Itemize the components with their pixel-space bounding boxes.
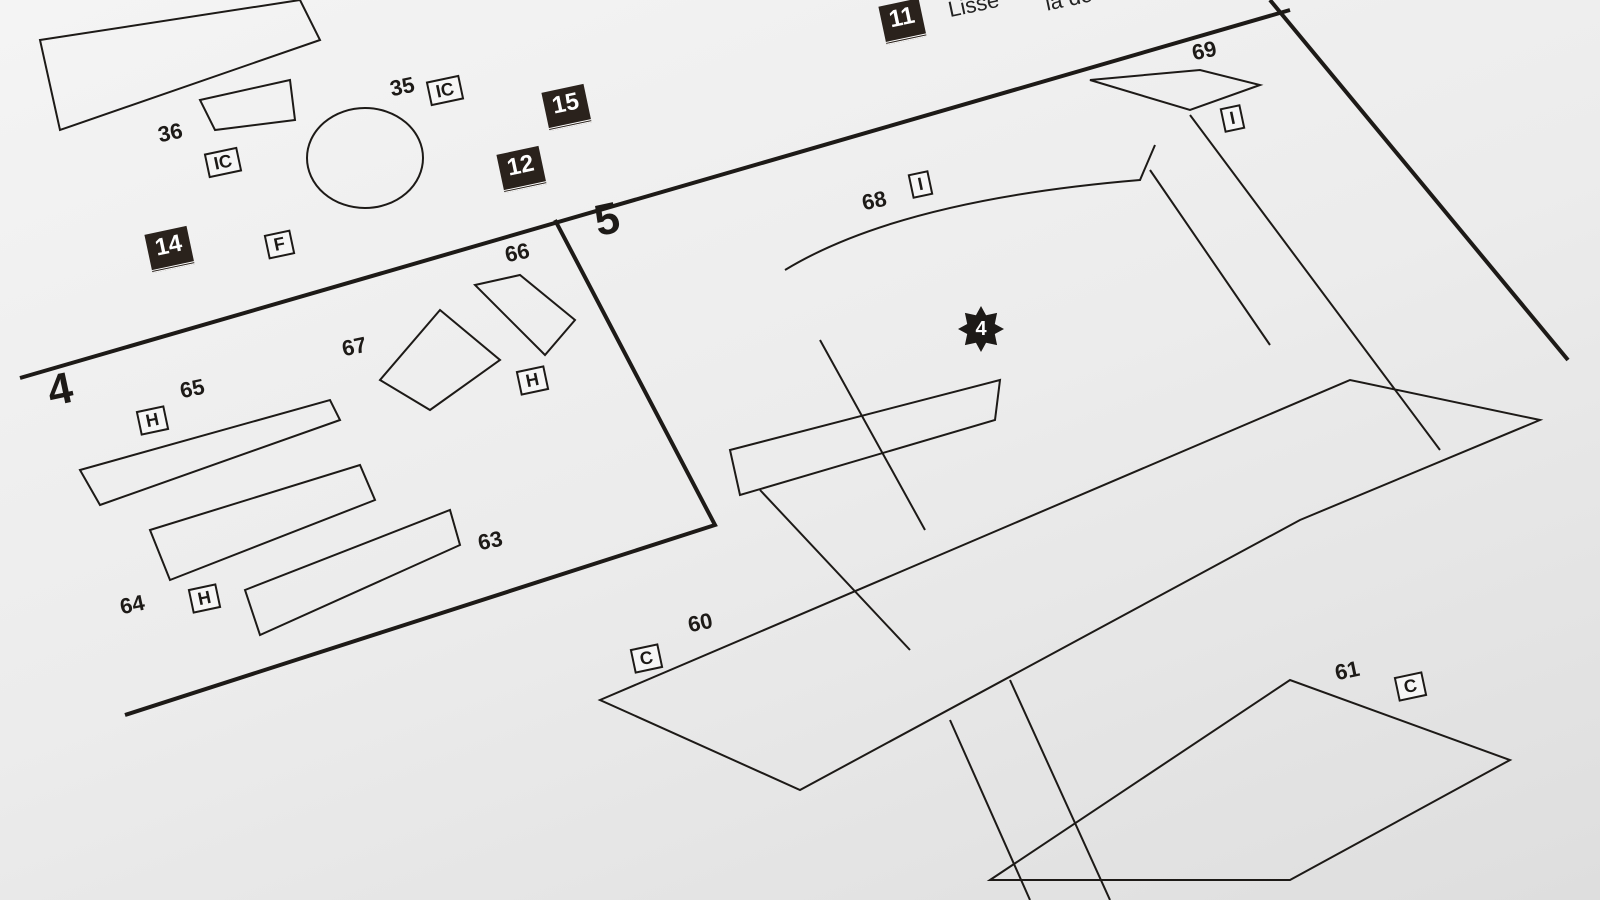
dashboard xyxy=(38,0,322,132)
chassis-frame-60 xyxy=(597,378,1544,792)
part-number: 60 xyxy=(685,607,715,638)
chassis-part-61 xyxy=(986,678,1513,881)
part-number: 69 xyxy=(1189,35,1219,66)
part-number: 65 xyxy=(177,373,207,404)
part-number: 63 xyxy=(475,525,505,556)
part-number: 66 xyxy=(502,237,532,268)
exhaust-pipe-68 xyxy=(784,144,1156,271)
part-number: 61 xyxy=(1332,655,1362,686)
right-frame xyxy=(1268,0,1570,362)
part-36 xyxy=(198,78,297,132)
part-65 xyxy=(78,398,342,507)
part-66 xyxy=(473,273,577,357)
engine-assembly xyxy=(728,378,1002,497)
panel-divider-top xyxy=(19,8,1291,380)
step4-frame xyxy=(124,219,718,717)
part-67 xyxy=(378,308,502,412)
part-number: 68 xyxy=(859,185,889,216)
part-number: 35 xyxy=(387,71,417,102)
part-number: 67 xyxy=(339,331,369,362)
steering-wheel xyxy=(306,107,424,209)
part-64 xyxy=(148,463,377,582)
star-reference-icon: 4 xyxy=(958,306,1004,352)
muffler-69 xyxy=(1089,68,1264,112)
part-number: 64 xyxy=(117,589,147,620)
part-63 xyxy=(243,508,462,637)
part-number: 36 xyxy=(155,117,185,148)
